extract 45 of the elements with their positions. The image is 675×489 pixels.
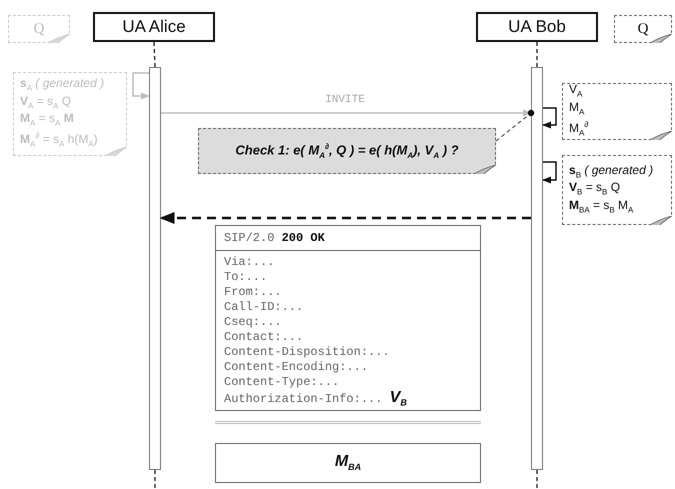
note-text: Check 1: e( M$_{A}$$^{∂}$, Q ) = e( h(M$_{A}$), V$_{A}$ ) ? [235, 141, 459, 162]
note-text: Q [638, 22, 648, 36]
note-text: V$_{B}$ = s$_{B}$ Q [569, 181, 620, 199]
payload-box [215, 443, 481, 483]
note-text: V$_{A}$ = s$_{A}$ Q [20, 94, 72, 112]
activation-bar [531, 67, 543, 470]
note-text: s$_{A}$ ( generated ) [20, 77, 104, 95]
arrow [160, 212, 531, 224]
note-text: M$_{A}$ = s$_{A}$ M [20, 112, 74, 130]
participant-box: UA Alice [93, 12, 215, 42]
lifeline [536, 42, 538, 67]
lifeline [536, 470, 538, 489]
lifeline [153, 42, 156, 68]
header-field: Authorization-Info:... V$_{B}$ [224, 390, 472, 410]
connector-line [496, 110, 534, 142]
payload-text: M$_{BA}$ [334, 453, 362, 473]
arrow [542, 107, 557, 129]
note-box [8, 15, 70, 43]
note-box [562, 83, 672, 140]
header-field: Via:... [224, 255, 472, 270]
header-field: Cseq:... [224, 315, 472, 330]
note-text: M$_{A}$$^{∂}$ = s$_{A}$ h(M$_{A}$) [20, 130, 98, 151]
message-header: SIP/2.0 200 OK [216, 226, 480, 251]
header-field: Content-Type:... [224, 375, 472, 390]
note-box [614, 15, 672, 43]
note-text: V$_{A}$ [569, 83, 582, 101]
header-field: Content-Disposition:... [224, 345, 472, 360]
note-text: M$_{A}$ [569, 100, 584, 118]
note-box [198, 128, 496, 174]
header-field: Content-Encoding:... [224, 360, 472, 375]
arrow [132, 72, 150, 100]
header-field: To:... [224, 270, 472, 285]
header-field: From:... [224, 285, 472, 300]
header-field: Contact:... [224, 330, 472, 345]
message-box [215, 225, 481, 411]
header-field: Call-ID:... [224, 300, 472, 315]
activation-bar [149, 67, 161, 470]
arrow [542, 161, 557, 184]
note-text: s$_{B}$ ( generated ) [569, 164, 654, 182]
note-box [13, 72, 127, 156]
note-text: Q [34, 22, 44, 36]
participant-box: UA Bob [476, 12, 598, 42]
note-box [562, 155, 672, 225]
lifeline [154, 470, 156, 489]
note-text: M$_{BA}$ = s$_{B}$ M$_{A}$ [569, 198, 634, 216]
